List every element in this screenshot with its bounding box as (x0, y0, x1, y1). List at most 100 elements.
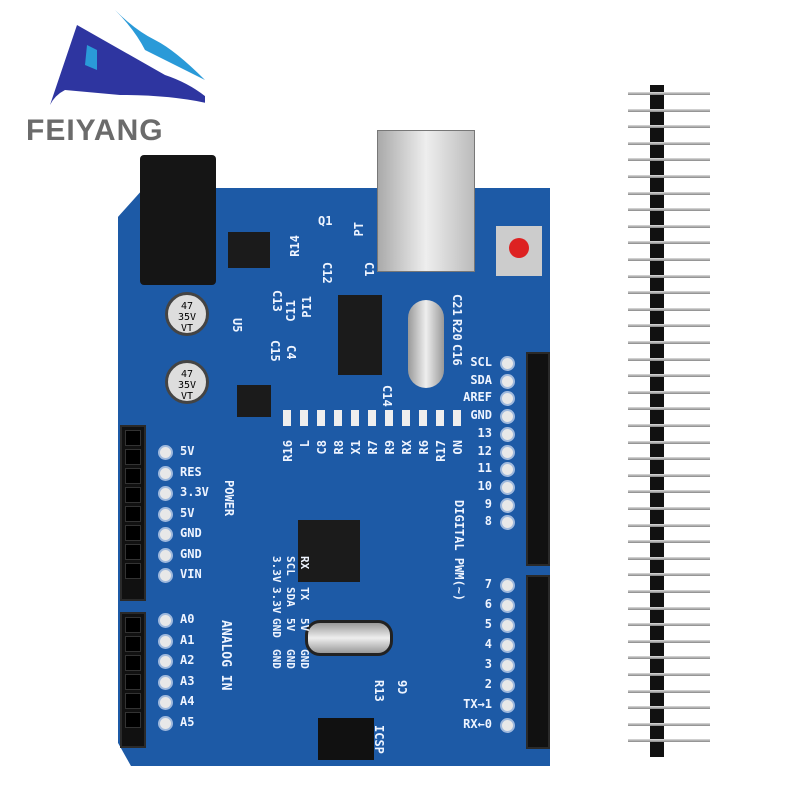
header-label: 3.3V (270, 556, 283, 583)
icsp-header (318, 718, 374, 760)
pin (628, 324, 710, 328)
pin (628, 407, 710, 411)
pin-pad (500, 497, 515, 513)
pin (628, 241, 710, 245)
cap-label: 47 (180, 369, 194, 380)
pin-label: 3.3V (180, 485, 209, 499)
pin-header-strip (650, 85, 664, 757)
pin-pad (500, 426, 515, 442)
pin (628, 573, 710, 577)
part-label: C13 (270, 290, 284, 312)
usb-connector (377, 130, 475, 272)
analog-header (120, 612, 146, 748)
pin (628, 424, 710, 427)
pin-label: A5 (180, 714, 195, 729)
header-label: 3.3V (270, 587, 283, 614)
power-header (120, 425, 146, 601)
header-label: GND (270, 649, 283, 669)
pin (628, 341, 710, 344)
pin (628, 639, 710, 643)
pin-label: 12 (477, 443, 492, 458)
part-label: C4 (284, 345, 298, 360)
cap-label: 35V (177, 380, 197, 391)
part-label: RX (400, 440, 414, 455)
pin-label: 6 (484, 597, 492, 611)
pin-pad (500, 578, 515, 593)
part-label: PI1 (300, 296, 314, 318)
resistor (334, 410, 342, 426)
pin-pad (158, 654, 173, 669)
cap-label: 47 (180, 301, 194, 312)
part-label: C6 (396, 680, 410, 695)
pin (628, 523, 710, 527)
pin (628, 175, 710, 178)
part-label: C1 (362, 262, 376, 277)
pin (628, 689, 710, 693)
pin-pad (500, 409, 515, 425)
header-label: GND (298, 649, 311, 669)
pin-label: A3 (180, 673, 195, 688)
pin-pad (158, 613, 173, 628)
pin (628, 224, 710, 228)
cap-label: 35V (177, 312, 197, 323)
pin (628, 125, 710, 129)
pin (628, 374, 710, 378)
pin-pad (500, 698, 515, 713)
part-label: C12 (320, 262, 334, 284)
pin-label: 4 (484, 637, 492, 651)
part-label: C8 (315, 440, 329, 455)
pin (628, 606, 710, 610)
digital-header-bottom (526, 575, 550, 749)
feiyang-logo-icon (50, 10, 205, 105)
usb-serial-chip (338, 295, 382, 375)
pin (628, 507, 710, 510)
resistor (368, 410, 376, 426)
power-jack (140, 155, 216, 285)
pin (628, 739, 710, 743)
regulator-chip (228, 232, 270, 268)
pin (628, 141, 710, 145)
pin (628, 473, 710, 477)
header-label: RX (298, 556, 311, 570)
pin-label: 8 (484, 514, 492, 529)
sop8-chip (237, 385, 271, 417)
pin-label: 5V (180, 505, 195, 520)
pin (628, 457, 710, 461)
header-label: 5V (298, 618, 311, 632)
pin (628, 191, 710, 195)
pin (628, 623, 710, 627)
part-label: R17 (434, 440, 448, 462)
pin (628, 258, 710, 261)
part-label: C11 (284, 300, 298, 322)
part-label: ON (451, 440, 465, 455)
pin-pad (500, 618, 515, 633)
pin-label: A4 (180, 694, 195, 708)
part-label: L (298, 440, 312, 448)
pin-pad (500, 718, 515, 733)
pin-pad (158, 715, 173, 731)
pin-label: RES (180, 464, 202, 479)
header-label: 5V (284, 618, 297, 632)
part-label: R14 (288, 235, 302, 257)
pin-pad (500, 678, 515, 693)
pin (628, 673, 710, 676)
part-label: R13 (372, 680, 386, 702)
pin-pad (500, 373, 515, 389)
pin-label: 5V (180, 444, 195, 458)
pin-label: A2 (180, 653, 195, 667)
resistor (402, 410, 410, 426)
pin-label: A0 (180, 612, 195, 626)
pin (628, 490, 710, 494)
pin-label: 3 (484, 657, 492, 671)
pin (628, 390, 710, 394)
pin-pad (500, 658, 515, 673)
part-label: C21 (450, 294, 464, 316)
analog-section-label: ANALOG IN (218, 620, 233, 691)
pin-pad (158, 633, 173, 649)
resistor (453, 410, 461, 426)
part-label: X1 (349, 440, 363, 455)
pin (628, 540, 710, 544)
pin-label: 5 (484, 617, 492, 631)
pin-label: 13 (477, 425, 492, 440)
pin-label: A1 (180, 632, 195, 647)
